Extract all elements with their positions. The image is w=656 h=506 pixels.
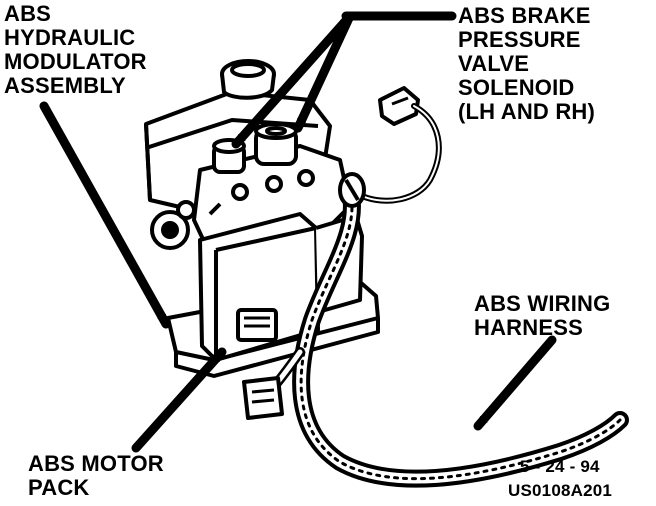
figure-date: 5 - 24 - 94 [520,457,600,476]
brake-pressure-solenoid-label: ABS BRAKE PRESSURE VALVE SOLENOID (LH AN… [458,3,596,124]
figure-code: US0108A201 [508,481,613,500]
solenoid-connector [378,86,420,126]
wiring-harness [257,103,629,488]
motor-harness-plug [242,376,284,420]
mounting-boss [150,200,196,250]
wiring-harness-label: ABS WIRING HARNESS [474,291,611,340]
motor-pack-label: ABS MOTOR PACK [28,451,164,500]
callout-arrows [39,11,557,453]
harness-clamp [338,172,366,208]
hydraulic-modulator-label: ABS HYDRAULIC MODULATOR ASSEMBLY [4,1,147,98]
